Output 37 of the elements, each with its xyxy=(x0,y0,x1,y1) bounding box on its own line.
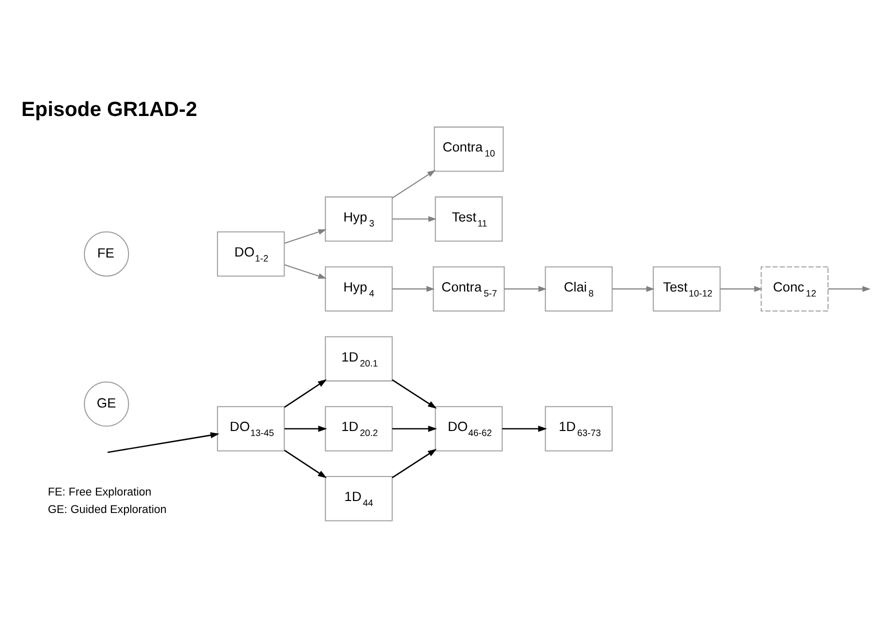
arrow xyxy=(106,432,219,453)
node-box: 1D$_{63-73}$ xyxy=(544,406,612,451)
node-box: Contra$_{5-7}$ xyxy=(432,266,504,312)
node-box: 1D$_{20.1}$ xyxy=(324,336,392,381)
node-box: Clai$_{8}$ xyxy=(544,266,612,312)
arrow xyxy=(284,378,326,408)
arrow xyxy=(502,425,547,432)
node-circle: FE xyxy=(83,230,129,276)
label: GE: Guided Exploration xyxy=(47,503,166,516)
node-box: Conc$_{12}$ xyxy=(760,266,828,312)
arrow xyxy=(391,378,436,408)
arrow xyxy=(284,228,326,244)
node-box: Test$_{11}$ xyxy=(434,196,502,242)
arrow xyxy=(392,425,437,432)
label: FE: Free Exploration xyxy=(47,486,151,498)
node-box: DO$_{1-2}$ xyxy=(216,230,284,276)
node-box: DO$_{46-62}$ xyxy=(434,406,502,451)
arrow xyxy=(828,286,870,292)
arrow xyxy=(720,286,762,292)
arrow xyxy=(284,425,327,432)
node-circle: GE xyxy=(83,380,129,426)
diagram-title: Episode GR1AD-2 xyxy=(20,97,197,120)
node-box: Hyp$_{4}$ xyxy=(324,266,392,312)
arrow xyxy=(391,169,436,198)
arrow xyxy=(392,286,434,292)
arrow xyxy=(284,449,326,478)
node-box: Test$_{10-12}$ xyxy=(652,266,720,312)
node-box: DO$_{13-45}$ xyxy=(216,406,284,451)
node-box: Contra$_{10}$ xyxy=(433,126,504,172)
node-box: Hyp$_{3}$ xyxy=(324,196,392,242)
arrow xyxy=(391,448,436,478)
arrow xyxy=(284,264,326,278)
node-box: 1D$_{20.2}$ xyxy=(324,406,392,451)
node-box: 1D$_{44}$ xyxy=(324,476,392,521)
arrow xyxy=(504,286,546,292)
arrow xyxy=(392,216,436,222)
arrow xyxy=(612,286,654,292)
